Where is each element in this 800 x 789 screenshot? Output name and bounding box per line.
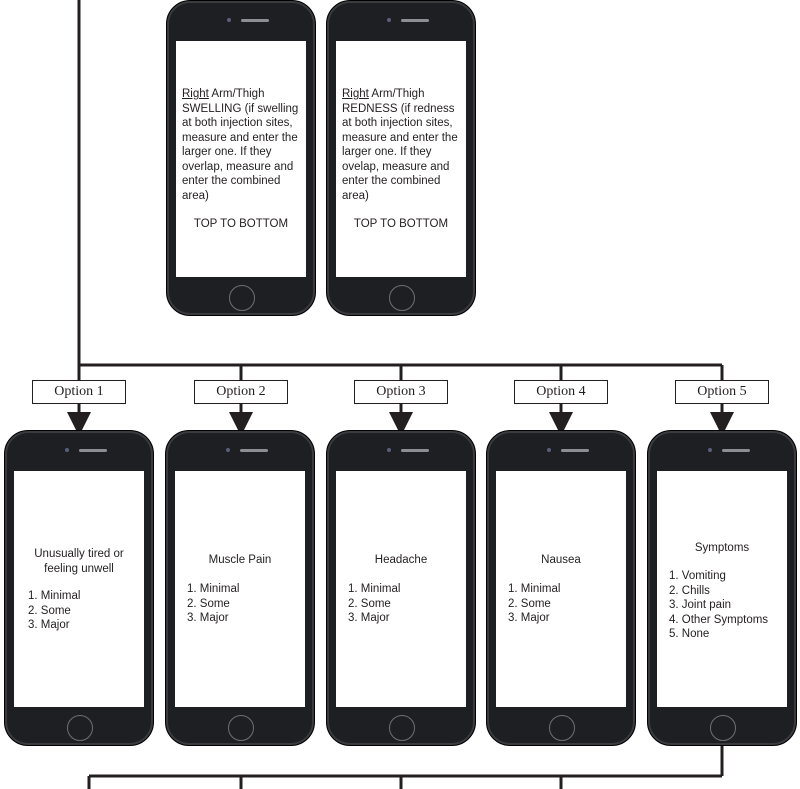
speaker-icon <box>79 449 107 452</box>
phone-screen: Headache 1. Minimal 2. Some 3. Major <box>336 471 466 707</box>
home-button-icon <box>389 715 415 741</box>
phone-screen: Nausea 1. Minimal 2. Some 3. Major <box>496 471 626 707</box>
list-item: 3. Major <box>348 612 390 624</box>
option-box-4[interactable]: Option 4 <box>514 380 608 404</box>
option-box-3[interactable]: Option 3 <box>354 380 448 404</box>
speaker-icon <box>561 449 589 452</box>
list-item: 1. Vomiting <box>669 570 726 582</box>
speaker-icon <box>240 449 268 452</box>
home-button-icon <box>229 285 255 311</box>
redness-instructions: Right Arm/Thigh REDNESS (if redness at b… <box>336 87 466 203</box>
camera-icon <box>547 448 551 452</box>
symptom-list: 1. Vomiting 2. Chills 3. Joint pain 4. O… <box>669 569 787 642</box>
list-item: 5. None <box>669 628 710 640</box>
list-item: 2. Some <box>187 597 230 610</box>
instruction-text: Arm/Thigh REDNESS (if redness at both in… <box>342 88 458 202</box>
speaker-icon <box>241 19 269 22</box>
camera-icon <box>708 448 712 452</box>
list-item: 3. Major <box>28 619 70 631</box>
phone-screen: Right Arm/Thigh SWELLING (if swelling at… <box>176 41 306 277</box>
phone-swelling: Right Arm/Thigh SWELLING (if swelling at… <box>166 0 316 316</box>
phone-nausea: Nausea 1. Minimal 2. Some 3. Major <box>486 430 636 746</box>
home-button-icon <box>710 715 736 741</box>
speaker-icon <box>722 449 750 452</box>
symptom-title: Unusually tired or feeling unwell <box>34 548 124 575</box>
symptom-title: Muscle Pain <box>208 554 272 566</box>
severity-list: 1. Minimal 2. Some 3. Major <box>348 582 466 626</box>
phone-muscle-pain: Muscle Pain 1. Minimal 2. Some 3. Major <box>165 430 315 746</box>
list-item: 3. Major <box>187 612 229 624</box>
instruction-text: Arm/Thigh SWELLING (if swelling at both … <box>182 88 299 202</box>
phone-screen: Symptoms 1. Vomiting 2. Chills 3. Joint … <box>657 471 787 707</box>
side-label: Right <box>182 88 209 100</box>
camera-icon <box>65 448 69 452</box>
list-item: 3. Joint pain <box>669 599 732 611</box>
phone-tiredness: Unusually tired or feeling unwell 1. Min… <box>4 430 154 746</box>
phone-redness: Right Arm/Thigh REDNESS (if redness at b… <box>326 0 476 316</box>
phone-screen: Unusually tired or feeling unwell 1. Min… <box>14 471 144 707</box>
severity-list: 1. Minimal 2. Some 3. Major <box>28 589 144 633</box>
camera-icon <box>387 448 391 452</box>
home-button-icon <box>549 715 575 741</box>
phone-screen: Right Arm/Thigh REDNESS (if redness at b… <box>336 41 466 277</box>
speaker-icon <box>401 449 429 452</box>
list-item: 4. Other Symptoms <box>669 613 769 626</box>
direction-label: TOP TO BOTTOM <box>353 218 449 230</box>
list-item: 1. Minimal <box>28 590 81 602</box>
swelling-instructions: Right Arm/Thigh SWELLING (if swelling at… <box>176 87 306 203</box>
severity-list: 1. Minimal 2. Some 3. Major <box>187 582 305 626</box>
severity-list: 1. Minimal 2. Some 3. Major <box>508 582 626 626</box>
home-button-icon <box>228 715 254 741</box>
option-box-1[interactable]: Option 1 <box>32 380 126 404</box>
list-item: 1. Minimal <box>348 583 401 595</box>
option-box-2[interactable]: Option 2 <box>194 380 288 404</box>
phone-headache: Headache 1. Minimal 2. Some 3. Major <box>326 430 476 746</box>
phone-symptoms: Symptoms 1. Vomiting 2. Chills 3. Joint … <box>647 430 797 746</box>
option-box-5[interactable]: Option 5 <box>675 380 769 404</box>
home-button-icon <box>389 285 415 311</box>
camera-icon <box>226 448 230 452</box>
direction-label: TOP TO BOTTOM <box>193 218 289 230</box>
speaker-icon <box>401 19 429 22</box>
home-button-icon <box>67 715 93 741</box>
side-label: Right <box>342 88 369 100</box>
symptom-title: Headache <box>374 554 428 566</box>
list-item: 1. Minimal <box>187 583 240 595</box>
list-item: 2. Chills <box>669 584 710 597</box>
camera-icon <box>387 18 391 22</box>
list-item: 1. Minimal <box>508 583 561 595</box>
list-item: 2. Some <box>348 597 391 610</box>
list-item: 3. Major <box>508 612 550 624</box>
list-item: 2. Some <box>508 597 551 610</box>
phone-screen: Muscle Pain 1. Minimal 2. Some 3. Major <box>175 471 305 707</box>
symptom-title: Symptoms <box>694 542 750 554</box>
camera-icon <box>227 18 231 22</box>
symptom-title: Nausea <box>541 554 581 566</box>
list-item: 2. Some <box>28 604 71 617</box>
